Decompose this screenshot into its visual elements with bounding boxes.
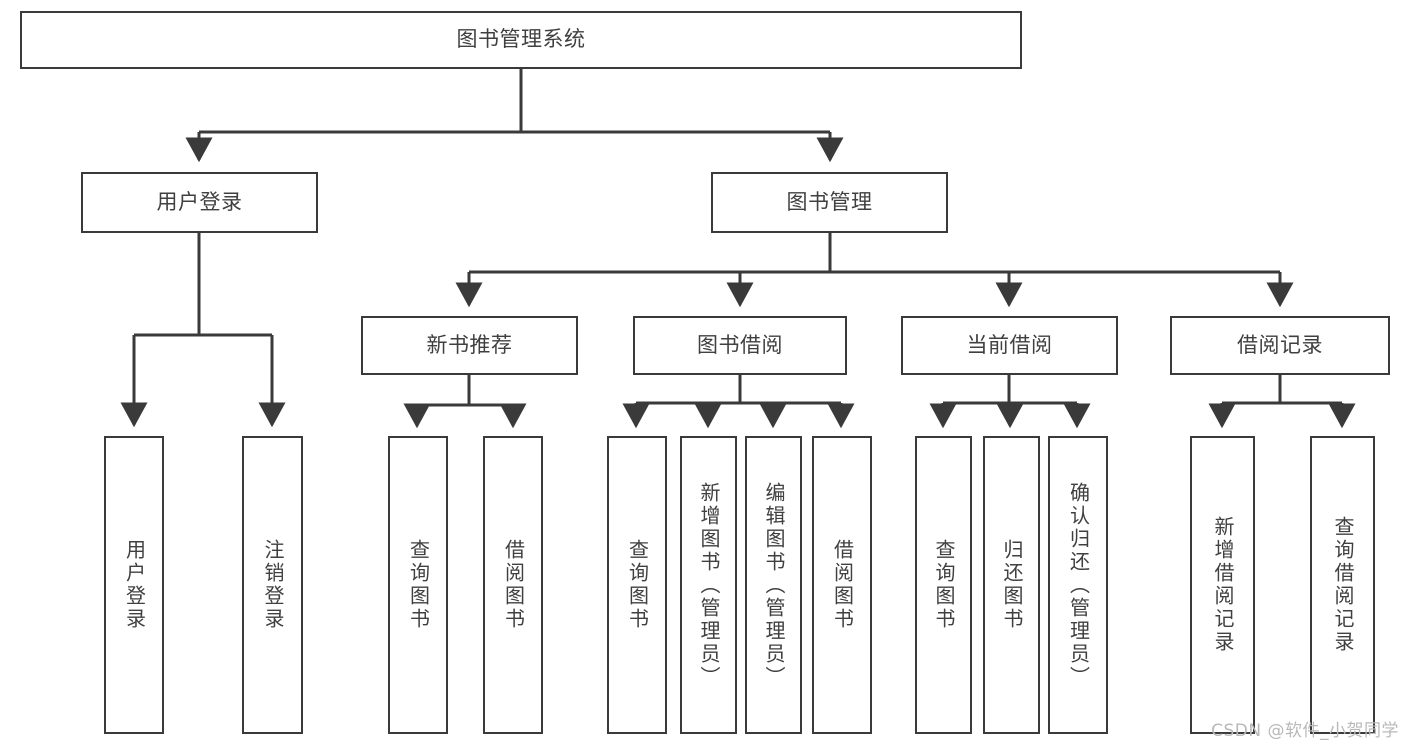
node-leaf-query-book-1[interactable]: 查询图书 — [388, 436, 448, 734]
node-new-book-recommend[interactable]: 新书推荐 — [361, 316, 578, 375]
node-root[interactable]: 图书管理系统 — [20, 11, 1022, 69]
csdn-watermark: CSDN @软件_小贺同学 — [1211, 721, 1399, 741]
node-leaf-borrow-book-1[interactable]: 借阅图书 — [483, 436, 543, 734]
node-user-login[interactable]: 用户登录 — [81, 172, 318, 233]
node-book-manage-label: 图书管理 — [786, 189, 873, 214]
node-root-label: 图书管理系统 — [456, 27, 586, 52]
node-leaf-user-login[interactable]: 用户登录 — [104, 436, 164, 734]
node-leaf-add-record-label: 新增借阅记录 — [1211, 516, 1235, 654]
node-user-login-label: 用户登录 — [156, 189, 243, 214]
node-leaf-return-book-label: 归还图书 — [1000, 539, 1024, 631]
node-leaf-edit-book[interactable]: 编辑图书（管理员） — [745, 436, 802, 734]
node-leaf-logout-label: 注销登录 — [261, 539, 285, 631]
node-leaf-borrow-book-2-label: 借阅图书 — [830, 539, 855, 631]
node-leaf-return-book[interactable]: 归还图书 — [983, 436, 1040, 734]
node-leaf-query-book-2-label: 查询图书 — [625, 539, 650, 631]
node-leaf-add-book[interactable]: 新增图书（管理员） — [680, 436, 737, 734]
node-leaf-query-book-1-label: 查询图书 — [406, 539, 431, 631]
node-new-book-recommend-label: 新书推荐 — [426, 332, 513, 357]
node-book-manage[interactable]: 图书管理 — [711, 172, 948, 233]
node-current-borrow-label: 当前借阅 — [966, 332, 1053, 357]
node-book-borrow-label: 图书借阅 — [697, 332, 783, 357]
node-leaf-query-record[interactable]: 查询借阅记录 — [1310, 436, 1375, 734]
node-leaf-query-record-label: 查询借阅记录 — [1331, 516, 1355, 654]
node-leaf-edit-book-label: 编辑图书（管理员） — [762, 481, 786, 689]
node-leaf-logout[interactable]: 注销登录 — [242, 436, 303, 734]
node-current-borrow[interactable]: 当前借阅 — [901, 316, 1118, 375]
node-borrow-record[interactable]: 借阅记录 — [1170, 316, 1390, 375]
node-leaf-query-book-2[interactable]: 查询图书 — [607, 436, 667, 734]
node-borrow-record-label: 借阅记录 — [1237, 332, 1323, 357]
node-leaf-borrow-book-2[interactable]: 借阅图书 — [812, 436, 872, 734]
node-leaf-add-record[interactable]: 新增借阅记录 — [1190, 436, 1255, 734]
node-leaf-query-book-3-label: 查询图书 — [932, 539, 956, 631]
node-leaf-borrow-book-1-label: 借阅图书 — [501, 539, 526, 631]
node-leaf-add-book-label: 新增图书（管理员） — [697, 481, 721, 689]
node-leaf-query-book-3[interactable]: 查询图书 — [915, 436, 972, 734]
node-leaf-confirm-return-label: 确认归还（管理员） — [1066, 481, 1091, 689]
node-leaf-user-login-label: 用户登录 — [122, 539, 147, 631]
node-leaf-confirm-return[interactable]: 确认归还（管理员） — [1048, 436, 1108, 734]
node-book-borrow[interactable]: 图书借阅 — [633, 316, 847, 375]
